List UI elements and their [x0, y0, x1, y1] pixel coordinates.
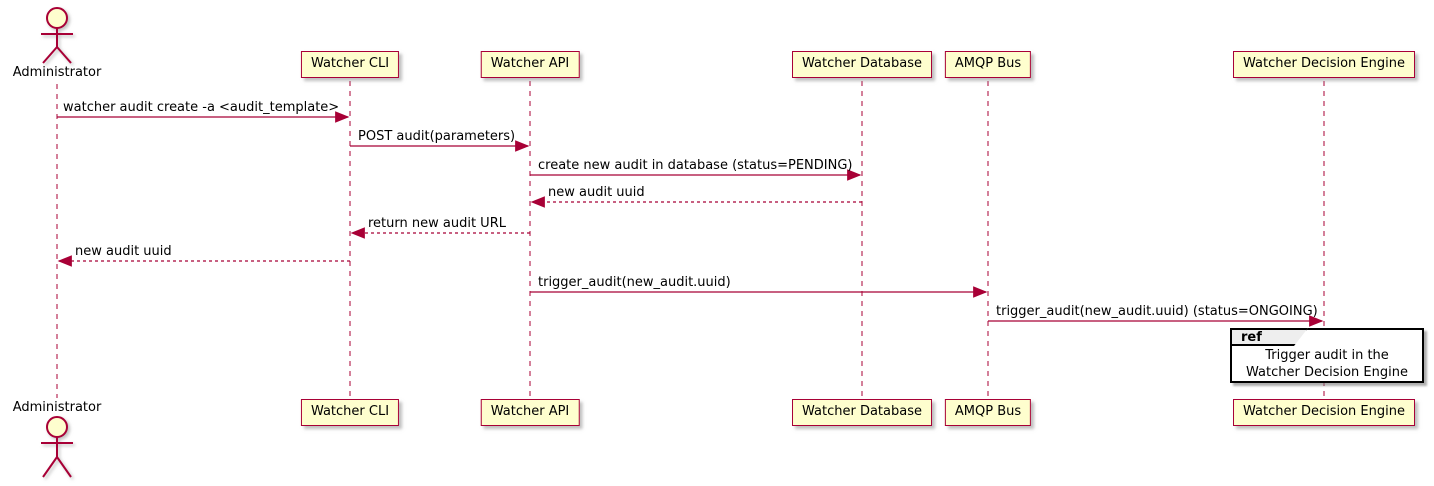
message-8-label: trigger_audit(new_audit.uuid) (status=ON…: [996, 304, 1318, 319]
participant-watcher-database-bottom: Watcher Database: [792, 399, 932, 426]
actor-figure-administrator-top: [41, 7, 73, 64]
message-3-label: create new audit in database (status=PEN…: [538, 158, 853, 173]
participant-watcher-cli-bottom: Watcher CLI: [300, 399, 400, 426]
ref-line-1: Trigger audit in the: [1265, 348, 1389, 363]
ref-keyword: ref: [1230, 328, 1308, 346]
actor-label-administrator-bottom: Administrator: [12, 400, 102, 415]
actor-figure-administrator-bottom: [41, 416, 73, 478]
ref-content: Trigger audit in the Watcher Decision En…: [1232, 347, 1422, 381]
participant-watcher-cli-top: Watcher CLI: [300, 51, 400, 78]
participant-watcher-api-top: Watcher API: [480, 51, 580, 78]
participant-watcher-decision-engine-top: Watcher Decision Engine: [1233, 51, 1415, 78]
actor-label-administrator-top: Administrator: [12, 65, 102, 80]
participant-amqp-bus-bottom: AMQP Bus: [944, 399, 1032, 426]
message-6-label: new audit uuid: [75, 244, 172, 259]
ref-fragment: ref Trigger audit in the Watcher Decisio…: [1230, 328, 1424, 383]
participant-watcher-api-bottom: Watcher API: [480, 399, 580, 426]
message-1-label: watcher audit create -a <audit_template>: [63, 100, 340, 115]
message-7-label: trigger_audit(new_audit.uuid): [538, 275, 731, 290]
message-2-label: POST audit(parameters): [358, 129, 516, 144]
message-4-label: new audit uuid: [548, 185, 645, 200]
participant-amqp-bus-top: AMQP Bus: [944, 51, 1032, 78]
message-5-label: return new audit URL: [368, 216, 506, 231]
participant-watcher-decision-engine-bottom: Watcher Decision Engine: [1233, 399, 1415, 426]
participant-watcher-database-top: Watcher Database: [792, 51, 932, 78]
ref-line-2: Watcher Decision Engine: [1246, 365, 1408, 380]
